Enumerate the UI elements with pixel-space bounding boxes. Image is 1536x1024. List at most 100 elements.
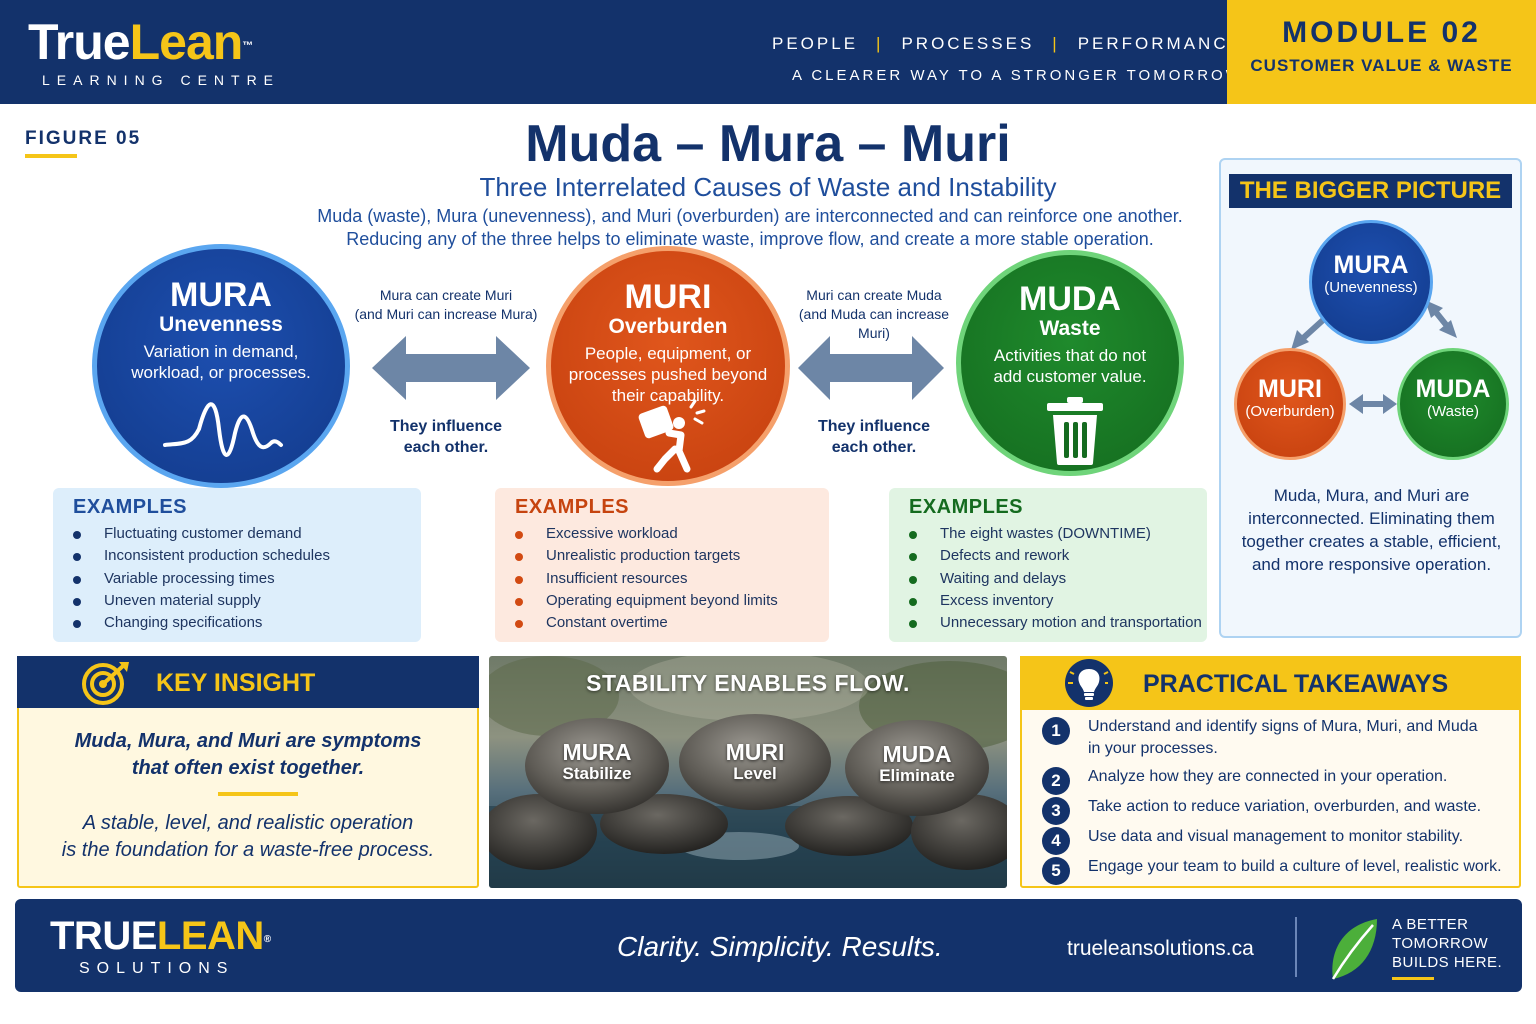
mini-mura-sub: (Unevenness) xyxy=(1324,279,1418,296)
relation-text: Mura can create Muri xyxy=(379,287,513,303)
muda-examples-list: The eight wastes (DOWNTIME) Defects and … xyxy=(909,523,1207,634)
nav-separator: | xyxy=(1052,34,1060,53)
bullet xyxy=(73,531,81,539)
list-item: Inconsistent production schedules xyxy=(73,545,421,567)
double-arrow-icon xyxy=(372,336,530,400)
bullet xyxy=(909,597,917,606)
relation-influence-label: They influence each other. xyxy=(800,416,948,458)
brand-true: True xyxy=(28,14,131,70)
brand-lean: Lean xyxy=(129,14,244,70)
list-item: 2 Analyze how they are connected in your… xyxy=(1042,766,1520,796)
key-insight-header: KEY INSIGHT xyxy=(17,656,479,708)
list-item: Unrealistic production targets xyxy=(515,545,829,567)
footer-slogan: Clarity. Simplicity. Results. xyxy=(617,931,943,962)
takeaway-text: Use data and visual management to monito… xyxy=(1088,828,1464,845)
nav-separator: | xyxy=(876,34,884,53)
footer-brand-true: TRUE xyxy=(50,914,157,958)
bigger-picture-text: Muda, Mura, and Muri are interconnected.… xyxy=(1231,484,1512,576)
insight-line: Muda, Mura, and Muri are symptoms xyxy=(74,730,422,752)
bigger-text-line: together creates a stable, efficient, xyxy=(1241,532,1502,551)
takeaways-list: 1 Understand and identify signs of Mura,… xyxy=(1042,716,1520,886)
list-item-text: Unnecessary motion and transportation xyxy=(940,614,1202,632)
brand-logo[interactable]: TrueLean™ LEARNING CENTRE xyxy=(28,16,280,88)
list-item: Operating equipment beyond limits xyxy=(515,590,829,612)
bullet xyxy=(73,597,81,606)
bullet xyxy=(73,575,81,584)
bigger-text-line: Muda, Mura, and Muri are xyxy=(1273,486,1470,505)
target-icon xyxy=(82,662,129,705)
stone-action: Eliminate xyxy=(879,766,955,785)
list-item-text: Excessive workload xyxy=(546,525,678,542)
list-item-text: Unrealistic production targets xyxy=(546,547,741,565)
key-insight-title: KEY INSIGHT xyxy=(156,669,316,697)
relation-influence-label: They influence each other. xyxy=(372,416,520,458)
relation-text: each other. xyxy=(831,439,917,456)
mura-examples: EXAMPLES Fluctuating customer demand Inc… xyxy=(53,488,421,642)
examples-heading: EXAMPLES xyxy=(515,496,630,518)
brand-name: TrueLean™ xyxy=(28,16,280,68)
takeaway-number: 2 xyxy=(1042,767,1070,795)
mura-description: Variation in demand, workload, or proces… xyxy=(97,341,345,383)
footer-brand-logo[interactable]: TRUELEAN® xyxy=(50,915,271,957)
relation-text: Muri can create Muda xyxy=(806,287,942,303)
module-title: CUSTOMER VALUE & WASTE xyxy=(1250,56,1513,75)
list-item: Excessive workload xyxy=(515,523,829,545)
list-item: Defects and rework xyxy=(909,545,1207,567)
muri-circle: MURI Overburden People, equipment, or pr… xyxy=(546,246,790,486)
mura-examples-list: Fluctuating customer demand Inconsistent… xyxy=(73,523,421,634)
takeaway-text: Take action to reduce variation, overbur… xyxy=(1088,798,1482,815)
lightbulb-icon xyxy=(1065,659,1113,707)
list-item: 3 Take action to reduce variation, overb… xyxy=(1042,796,1520,826)
list-item: 5 Engage your team to build a culture of… xyxy=(1042,856,1520,886)
muri-description: People, equipment, or processes pushed b… xyxy=(551,343,785,406)
muri-name: MURI xyxy=(624,278,712,316)
list-item: Fluctuating customer demand xyxy=(73,523,421,545)
module-number: MODULE 02 xyxy=(1282,16,1481,49)
intro-text: Muda (waste), Mura (unevenness), and Mur… xyxy=(0,205,1500,251)
mura-circle: MURA Unevenness Variation in demand, wor… xyxy=(92,244,350,488)
list-item: Insufficient resources xyxy=(515,568,829,590)
muri-desc-line: People, equipment, or xyxy=(584,344,752,363)
trash-can-icon xyxy=(1047,397,1103,465)
footer-divider xyxy=(1295,917,1297,977)
list-item-text: Excess inventory xyxy=(940,591,1054,609)
muri-subtitle: Overburden xyxy=(608,315,728,338)
wave-icon xyxy=(163,402,283,457)
leaf-icon xyxy=(1331,919,1377,980)
nav-item-people[interactable]: PEOPLE xyxy=(772,34,859,53)
list-item: 4 Use data and visual management to moni… xyxy=(1042,826,1520,856)
insight-divider xyxy=(218,792,298,796)
bigger-picture-title: THE BIGGER PICTURE xyxy=(1229,174,1512,208)
nav-item-performance[interactable]: PERFORMANCE xyxy=(1077,34,1243,53)
insight-line: is the foundation for a waste-free proce… xyxy=(61,839,435,861)
mini-muda-sub: (Waste) xyxy=(1427,403,1479,420)
list-item-text: Uneven material supply xyxy=(104,591,261,609)
mini-muri-circle: MURI (Overburden) xyxy=(1234,348,1346,460)
bullet xyxy=(73,620,81,629)
footer-brand-subtitle: SOLUTIONS xyxy=(79,960,235,977)
brand-trademark: ™ xyxy=(242,40,253,52)
footer-url-link[interactable]: trueleansolutions.ca xyxy=(1067,937,1254,960)
muri-desc-line: processes pushed beyond xyxy=(568,365,768,384)
bullet xyxy=(909,575,917,584)
footer-tag-line: A BETTER xyxy=(1392,916,1469,933)
intro-line: Reducing any of the three helps to elimi… xyxy=(346,229,1154,249)
list-item: Waiting and delays xyxy=(909,568,1207,590)
mura-subtitle: Unevenness xyxy=(159,313,283,336)
list-item: 1 Understand and identify signs of Mura,… xyxy=(1042,716,1520,766)
stone-mura-label: MURA Stabilize xyxy=(537,740,657,784)
bullet xyxy=(515,553,523,562)
practical-takeaways-panel: PRACTICAL TAKEAWAYS 1 Understand and ide… xyxy=(1020,656,1521,888)
list-item: Constant overtime xyxy=(515,612,829,634)
mura-name: MURA xyxy=(170,276,272,314)
nav-item-processes[interactable]: PROCESSES xyxy=(901,34,1035,53)
takeaways-header: PRACTICAL TAKEAWAYS xyxy=(1020,656,1521,710)
footer-bar: TRUELEAN® SOLUTIONS Clarity. Simplicity.… xyxy=(15,899,1522,992)
takeaway-number: 1 xyxy=(1042,717,1070,745)
list-item-text: Defects and rework xyxy=(940,547,1070,565)
page-title-text: Muda – Mura – Muri xyxy=(525,115,1011,173)
takeaway-text: Analyze how they are connected in your o… xyxy=(1088,768,1448,785)
key-insight-main: Muda, Mura, and Muri are symptoms that o… xyxy=(19,728,477,782)
takeaway-text: Understand and identify signs of Mura, M… xyxy=(1088,718,1478,735)
list-item-text: The eight wastes (DOWNTIME) xyxy=(940,525,1151,542)
